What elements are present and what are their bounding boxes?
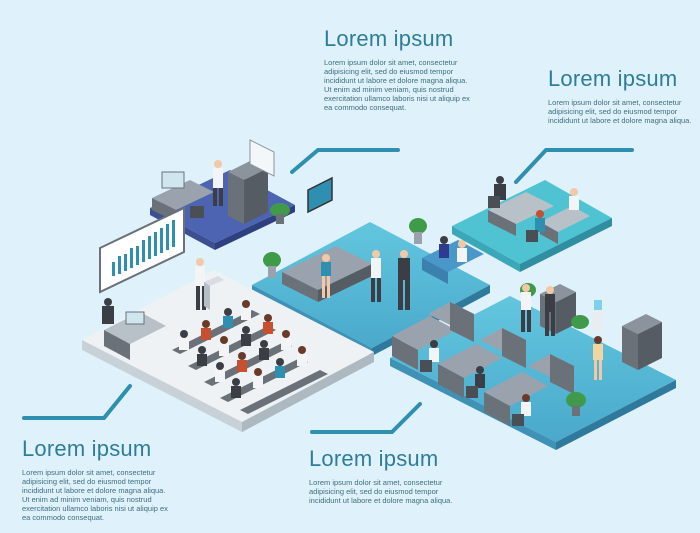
conference-room bbox=[82, 206, 374, 432]
wall-picture bbox=[307, 176, 333, 214]
callout-body: Lorem ipsum dolor sit amet, consectetur … bbox=[22, 468, 168, 522]
audience-people bbox=[179, 300, 307, 398]
open-office bbox=[390, 283, 676, 450]
callout-bottom-left: Lorem ipsum Lorem ipsum dolor sit amet, … bbox=[22, 436, 172, 522]
callout-body: Lorem ipsum dolor sit amet, consectetur … bbox=[324, 58, 470, 112]
callout-top-center: Lorem ipsum Lorem ipsum dolor sit amet, … bbox=[324, 26, 474, 112]
teal-office bbox=[452, 176, 612, 272]
callout-title: Lorem ipsum bbox=[309, 446, 439, 471]
callout-body: Lorem ipsum dolor sit amet, consectetur … bbox=[309, 478, 453, 505]
presentation-bar-graphic bbox=[112, 220, 175, 276]
callout-connector-lines bbox=[22, 148, 634, 434]
callout-body: Lorem ipsum dolor sit amet, consectetur … bbox=[548, 98, 692, 125]
audience-seating bbox=[172, 310, 328, 414]
callout-top-right: Lorem ipsum Lorem ipsum dolor sit amet, … bbox=[548, 66, 698, 125]
callout-title: Lorem ipsum bbox=[548, 66, 678, 91]
callout-bottom-center: Lorem ipsum Lorem ipsum dolor sit amet, … bbox=[309, 446, 459, 505]
callout-title: Lorem ipsum bbox=[324, 26, 454, 51]
callout-title: Lorem ipsum bbox=[22, 436, 152, 461]
